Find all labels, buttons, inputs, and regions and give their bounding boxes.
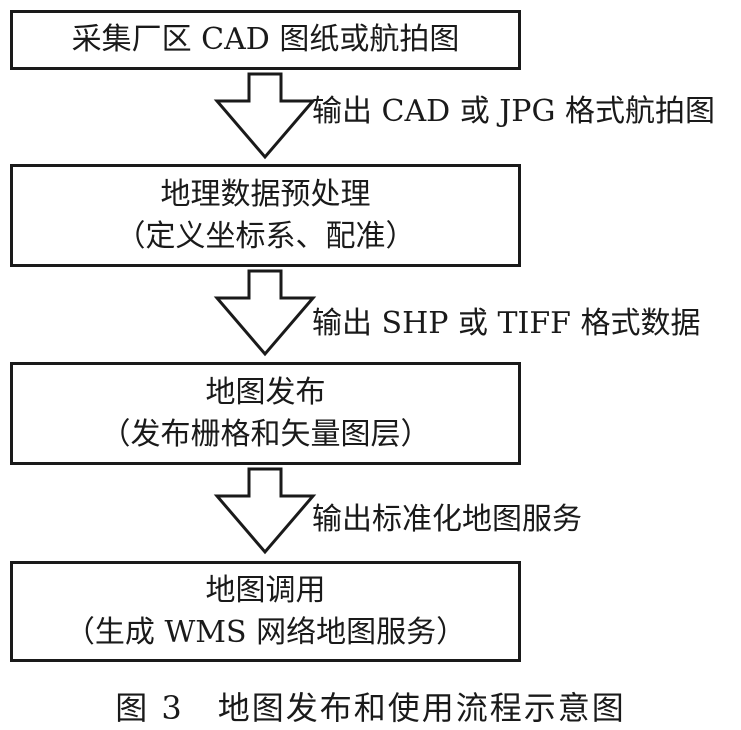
step-3-subtitle: （发布栅格和矢量图层） (100, 416, 431, 452)
hollow-down-arrow-icon (213, 269, 317, 357)
step-1-box: 采集厂区 CAD 图纸或航拍图 (10, 10, 521, 70)
arrow-3-label: 输出标准化地图服务 (312, 502, 582, 537)
step-2-subtitle: （定义坐标系、配准） (115, 218, 416, 254)
step-4-box: 地图调用 （生成 WMS 网络地图服务） (10, 561, 521, 662)
step-4-title: 地图调用 (205, 572, 326, 608)
arrow-1-label: 输出 CAD 或 JPG 格式航拍图 (312, 94, 715, 129)
step-3-box: 地图发布 （发布栅格和矢量图层） (10, 362, 521, 465)
hollow-down-arrow-icon (213, 72, 317, 160)
step-2-title: 地理数据预处理 (160, 176, 371, 212)
arrow-2-label: 输出 SHP 或 TIFF 格式数据 (312, 306, 701, 341)
step-4-subtitle: （生成 WMS 网络地图服务） (64, 614, 467, 650)
figure-caption: 图 3 地图发布和使用流程示意图 (115, 689, 626, 727)
step-3-title: 地图发布 (205, 374, 326, 410)
step-2-box: 地理数据预处理 （定义坐标系、配准） (10, 164, 521, 267)
step-1-title: 采集厂区 CAD 图纸或航拍图 (71, 22, 460, 57)
hollow-down-arrow-icon (213, 467, 317, 555)
